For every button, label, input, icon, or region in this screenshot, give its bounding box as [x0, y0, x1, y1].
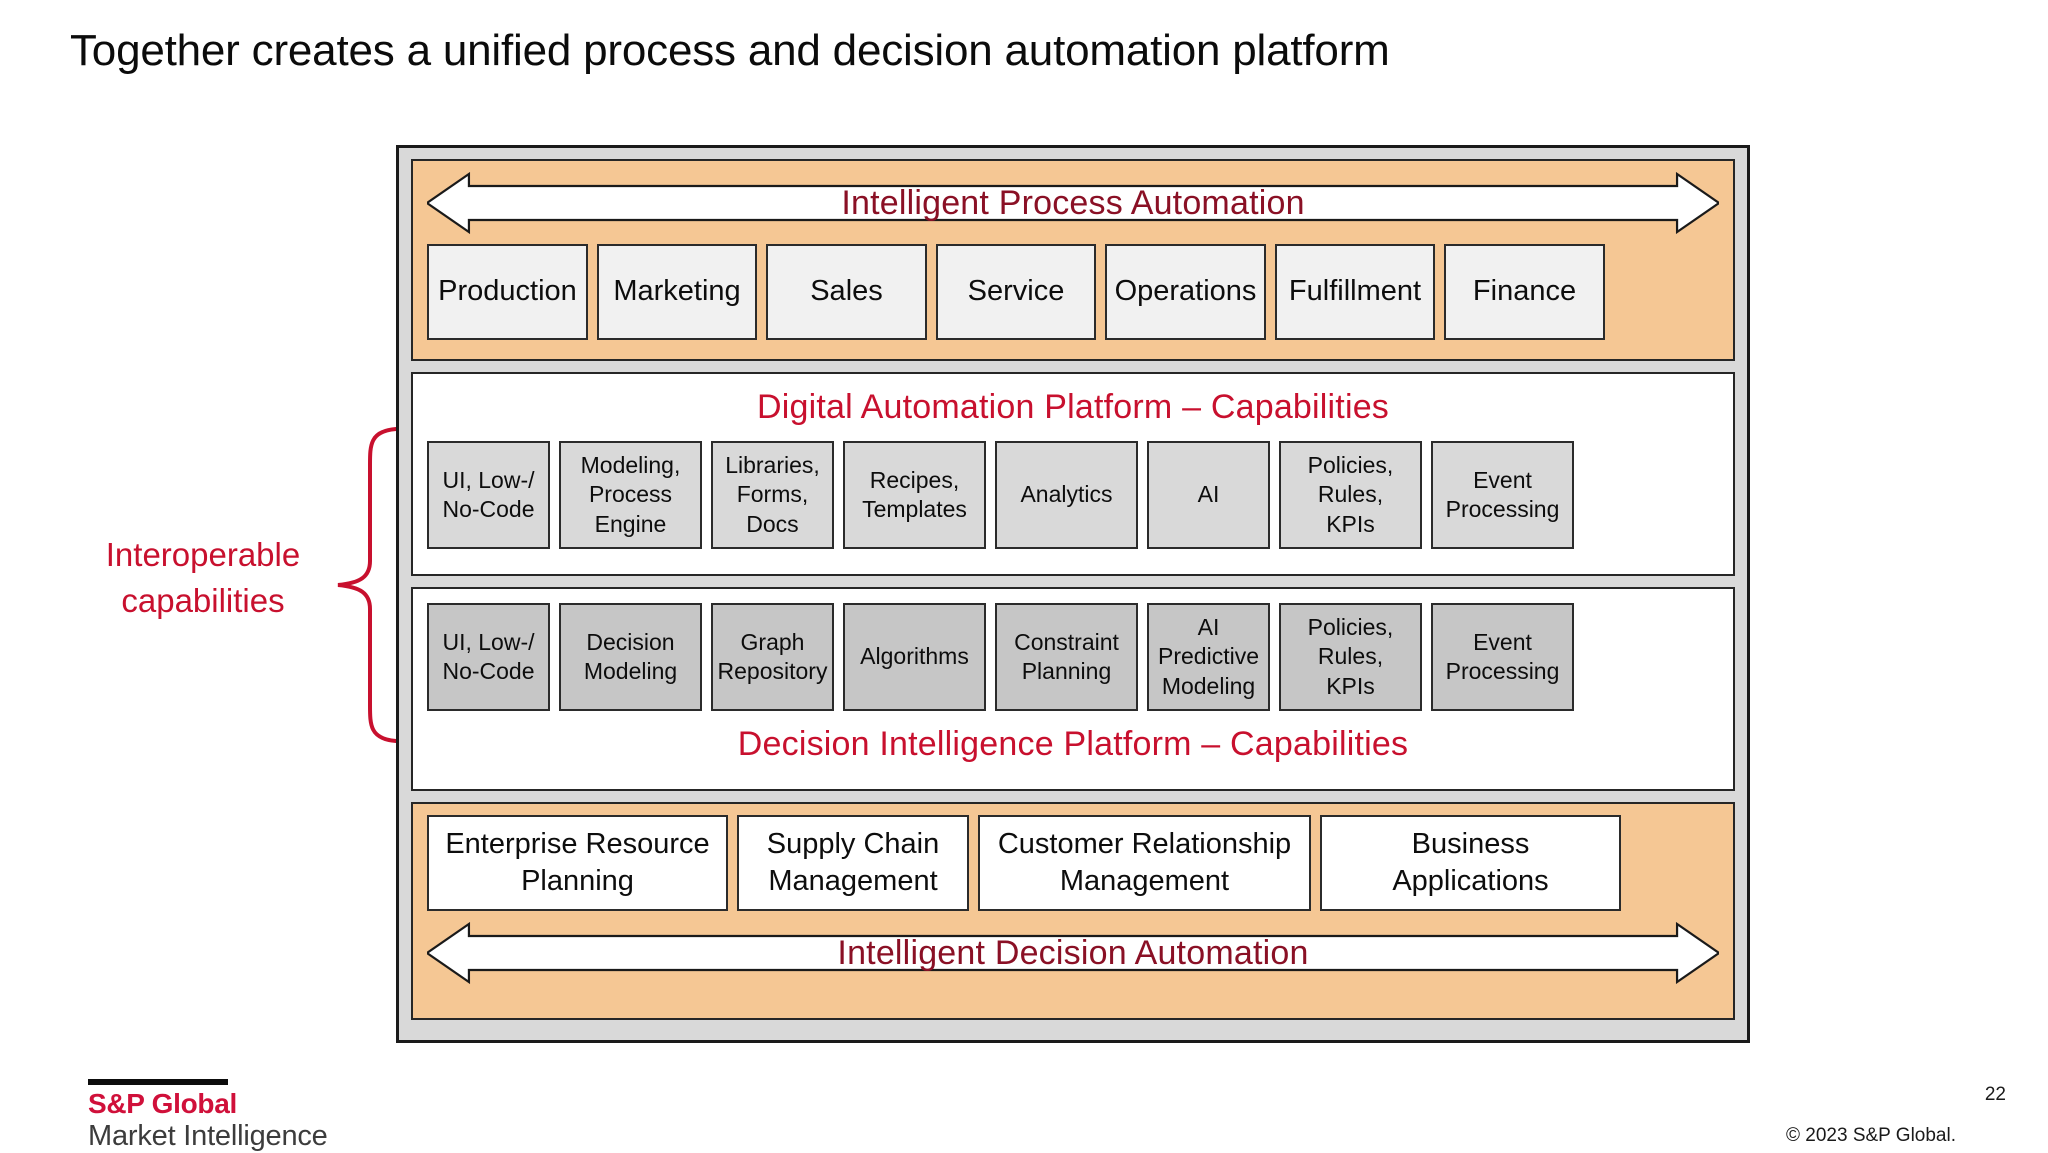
- curly-brace-icon: [337, 427, 398, 743]
- process-box-fulfillment[interactable]: Fulfillment: [1275, 244, 1435, 340]
- process-box-service[interactable]: Service: [936, 244, 1096, 340]
- digital-automation-platform-heading: Digital Automation Platform – Capabiliti…: [756, 388, 1390, 426]
- process-box-production[interactable]: Production: [427, 244, 588, 340]
- logo-rule: [88, 1079, 228, 1085]
- process-box-row: Production Marketing Sales Service Opera…: [427, 244, 1719, 340]
- process-box-operations[interactable]: Operations: [1105, 244, 1266, 340]
- brace-label-line-1: Interoperable: [105, 536, 301, 573]
- decision-intelligence-platform-heading: Decision Intelligence Platform – Capabil…: [737, 725, 1409, 763]
- process-box-sales[interactable]: Sales: [766, 244, 927, 340]
- dap-box-policies-rules-kpis[interactable]: Policies,Rules,KPIs: [1279, 441, 1422, 549]
- double-arrow-icon: [427, 172, 1719, 234]
- page-number: 22: [1984, 1084, 2006, 1105]
- dap-box-libraries-forms-docs[interactable]: Libraries,Forms,Docs: [711, 441, 834, 549]
- dap-box-ui-low-no-code[interactable]: UI, Low-/No-Code: [427, 441, 550, 549]
- page-title: Together creates a unified process and d…: [70, 26, 1390, 75]
- dip-box-ui-low-no-code[interactable]: UI, Low-/No-Code: [427, 603, 550, 711]
- brand-name-primary: S&P Global: [88, 1088, 237, 1119]
- dip-box-algorithms[interactable]: Algorithms: [843, 603, 986, 711]
- interoperable-capabilities-label: Interoperable capabilities: [58, 532, 348, 624]
- dap-box-ai[interactable]: AI: [1147, 441, 1270, 549]
- brace-label-line-2: capabilities: [121, 582, 285, 619]
- digital-automation-platform-band: Digital Automation Platform – Capabiliti…: [411, 372, 1735, 576]
- dap-box-recipes-templates[interactable]: Recipes,Templates: [843, 441, 986, 549]
- architecture-diagram: Intelligent Process Automation Productio…: [396, 145, 1750, 1043]
- intelligent-decision-automation-banner: Intelligent Decision Automation: [427, 922, 1719, 984]
- banner-label: Intelligent Process Automation: [841, 183, 1305, 222]
- intelligent-process-automation-band: Intelligent Process Automation Productio…: [411, 159, 1735, 361]
- dap-box-analytics[interactable]: Analytics: [995, 441, 1138, 549]
- dip-box-policies-rules-kpis[interactable]: Policies,Rules,KPIs: [1279, 603, 1422, 711]
- process-box-finance[interactable]: Finance: [1444, 244, 1605, 340]
- banner-label: Intelligent Decision Automation: [837, 933, 1309, 972]
- double-arrow-icon: [427, 922, 1719, 984]
- process-box-marketing[interactable]: Marketing: [597, 244, 757, 340]
- brand-name-secondary: Market Intelligence: [88, 1120, 328, 1152]
- copyright-notice: © 2023 S&P Global.: [1786, 1125, 1956, 1146]
- intelligent-process-automation-banner: Intelligent Process Automation: [427, 172, 1719, 234]
